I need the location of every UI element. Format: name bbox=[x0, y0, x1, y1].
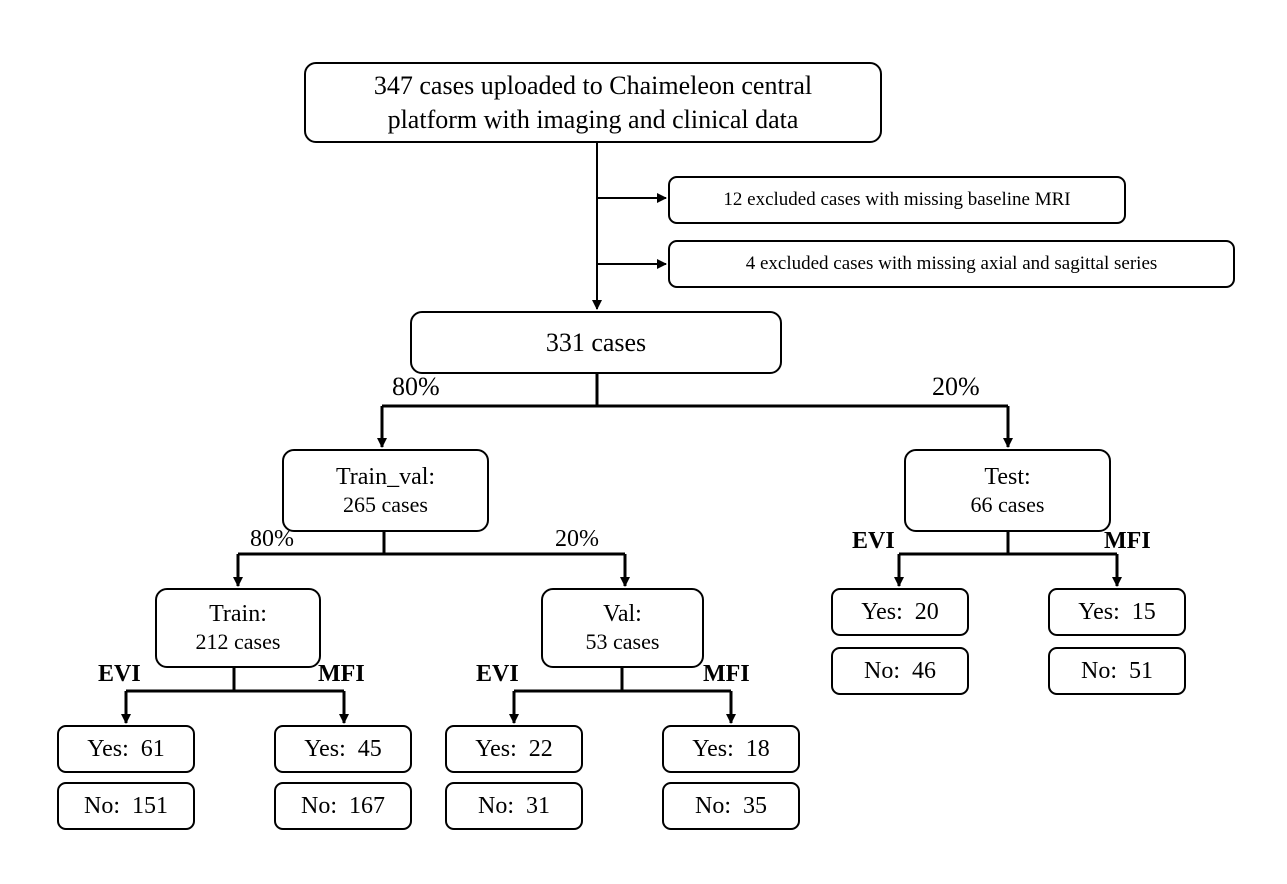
val-evi-yes-box: Yes: 22 bbox=[445, 725, 583, 773]
train-mfi-yes: Yes: 45 bbox=[304, 736, 382, 762]
train-mfi-label: MFI bbox=[318, 661, 365, 687]
test-mfi-label: MFI bbox=[1104, 528, 1151, 554]
train-val-count: 265 cases bbox=[343, 491, 428, 517]
exclusion-box-2: 4 excluded cases with missing axial and … bbox=[668, 240, 1235, 288]
test-evi-no-box: No: 46 bbox=[831, 647, 969, 695]
val-evi-no: No: 31 bbox=[478, 793, 550, 819]
exclusion-box-1: 12 excluded cases with missing baseline … bbox=[668, 176, 1126, 224]
train-evi-no: No: 151 bbox=[84, 793, 168, 819]
train-val-left-percent: 80% bbox=[250, 526, 294, 552]
val-mfi-label: MFI bbox=[703, 661, 750, 687]
test-mfi-yes: Yes: 15 bbox=[1078, 599, 1156, 625]
val-count: 53 cases bbox=[585, 629, 660, 654]
source-cases-line2: platform with imaging and clinical data bbox=[387, 104, 799, 134]
test-mfi-no-box: No: 51 bbox=[1048, 647, 1186, 695]
train-evi-yes: Yes: 61 bbox=[87, 736, 165, 762]
val-mfi-no: No: 35 bbox=[695, 793, 767, 819]
test-evi-no: No: 46 bbox=[864, 658, 936, 684]
test-title: Test: bbox=[984, 463, 1031, 490]
val-evi-no-box: No: 31 bbox=[445, 782, 583, 830]
test-evi-label: EVI bbox=[852, 528, 895, 554]
train-val-box: Train_val: 265 cases bbox=[282, 449, 489, 532]
exclusion-text-1: 12 excluded cases with missing baseline … bbox=[723, 189, 1071, 210]
main-split-right-percent: 20% bbox=[932, 372, 980, 401]
test-evi-yes: Yes: 20 bbox=[861, 599, 939, 625]
train-count: 212 cases bbox=[195, 629, 281, 654]
val-title: Val: bbox=[603, 601, 642, 627]
test-mfi-yes-box: Yes: 15 bbox=[1048, 588, 1186, 636]
source-cases-box: 347 cases uploaded to Chaimeleon central… bbox=[304, 62, 882, 143]
train-mfi-yes-box: Yes: 45 bbox=[274, 725, 412, 773]
test-evi-yes-box: Yes: 20 bbox=[831, 588, 969, 636]
train-mfi-no: No: 167 bbox=[301, 793, 385, 819]
train-title: Train: bbox=[209, 601, 267, 627]
exclusion-text-2: 4 excluded cases with missing axial and … bbox=[745, 253, 1158, 274]
test-box: Test: 66 cases bbox=[904, 449, 1111, 532]
filtered-cases-text: 331 cases bbox=[545, 327, 647, 357]
val-mfi-yes-box: Yes: 18 bbox=[662, 725, 800, 773]
train-mfi-no-box: No: 167 bbox=[274, 782, 412, 830]
source-cases-line1: 347 cases uploaded to Chaimeleon central bbox=[373, 70, 813, 100]
filtered-cases-box: 331 cases bbox=[410, 311, 782, 374]
val-box: Val: 53 cases bbox=[541, 588, 704, 668]
train-box: Train: 212 cases bbox=[155, 588, 321, 668]
train-evi-yes-box: Yes: 61 bbox=[57, 725, 195, 773]
test-count: 66 cases bbox=[970, 491, 1045, 517]
val-mfi-no-box: No: 35 bbox=[662, 782, 800, 830]
val-evi-label: EVI bbox=[476, 661, 519, 687]
val-evi-yes: Yes: 22 bbox=[475, 736, 553, 762]
main-split-left-percent: 80% bbox=[392, 372, 440, 401]
val-mfi-yes: Yes: 18 bbox=[692, 736, 770, 762]
train-evi-label: EVI bbox=[98, 661, 141, 687]
test-mfi-no: No: 51 bbox=[1081, 658, 1153, 684]
train-evi-no-box: No: 151 bbox=[57, 782, 195, 830]
train-val-title: Train_val: bbox=[335, 463, 436, 490]
train-val-right-percent: 20% bbox=[555, 526, 599, 552]
